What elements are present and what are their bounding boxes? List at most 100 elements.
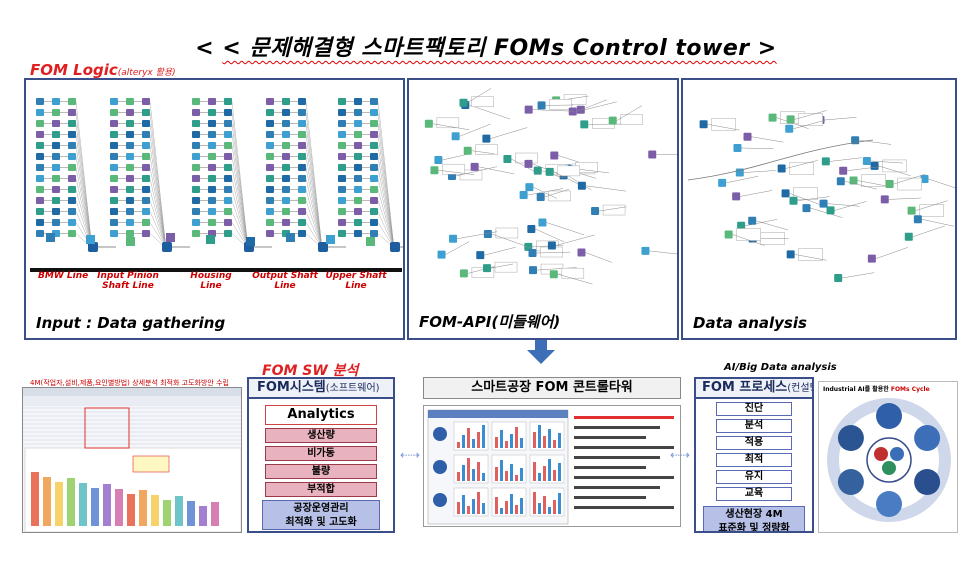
workflow-tool-icon bbox=[370, 197, 378, 204]
dashboard-bar bbox=[538, 503, 541, 514]
system-final-box: 공장운영관리 최적화 및 고도화 bbox=[262, 500, 380, 530]
chart-bar bbox=[115, 489, 123, 526]
workflow-connector bbox=[687, 139, 874, 181]
workflow-tool-icon bbox=[354, 98, 362, 105]
dashboard-gauge bbox=[433, 493, 447, 507]
workflow-tool-icon bbox=[298, 142, 306, 149]
workflow-connector bbox=[231, 156, 249, 249]
workflow-connector bbox=[546, 222, 585, 236]
workflow-output-tool-icon bbox=[46, 233, 55, 242]
workflow-tool-icon bbox=[36, 98, 44, 105]
dashboard-text-line bbox=[574, 426, 660, 429]
workflow-tool-icon bbox=[126, 98, 134, 105]
workflow-tool-icon bbox=[52, 164, 60, 171]
workflow-tool-icon bbox=[733, 144, 742, 153]
workflow-tool-icon bbox=[591, 207, 600, 216]
workflow-connector bbox=[533, 186, 558, 199]
dashboard-bar bbox=[515, 427, 518, 448]
workflow-tool-icon bbox=[224, 98, 232, 105]
workflow-connector bbox=[305, 101, 323, 249]
dashboard-bar bbox=[548, 459, 551, 481]
chart-bar bbox=[31, 472, 39, 526]
workflow-connector bbox=[893, 173, 926, 185]
workflow-connector bbox=[75, 145, 93, 249]
workflow-tool-icon bbox=[192, 197, 200, 204]
chart-bar bbox=[163, 500, 171, 526]
workflow-connector bbox=[599, 206, 627, 212]
workflow-tool-icon bbox=[577, 248, 586, 257]
workflow-tool-icon bbox=[126, 197, 134, 204]
workflow-tool-icon bbox=[282, 175, 290, 182]
workflow-tool-icon bbox=[529, 266, 538, 275]
dashboard-bar bbox=[553, 470, 556, 481]
workflow-tool-icon bbox=[648, 150, 657, 159]
workflow-connector bbox=[305, 156, 323, 249]
workflow-connector bbox=[459, 123, 491, 137]
workflow-tool-icon bbox=[282, 142, 290, 149]
workflow-tool-icon bbox=[36, 164, 44, 171]
workflow-tool-icon bbox=[354, 219, 362, 226]
workflow-tool-icon bbox=[354, 142, 362, 149]
workflow-tool-icon bbox=[370, 131, 378, 138]
workflow-tool-icon bbox=[208, 219, 216, 226]
workflow-connector bbox=[585, 185, 627, 192]
input-workflow-panel: BMW Line Input Pinion Shaft Line Housing… bbox=[24, 78, 405, 340]
workflow-tool-icon bbox=[354, 109, 362, 116]
workflow-tool-icon bbox=[126, 142, 134, 149]
workflow-connector bbox=[789, 193, 822, 206]
workflow-tool-icon bbox=[142, 186, 150, 193]
dashboard-gauge bbox=[433, 427, 447, 441]
workflow-tool-icon bbox=[298, 230, 306, 237]
control-tower-box: 스마트공장 FOM 콘트롤타워 bbox=[423, 377, 681, 527]
workflow-tool-icon bbox=[266, 197, 274, 204]
workflow-connector bbox=[707, 124, 740, 131]
workflow-tool-icon bbox=[36, 197, 44, 204]
workflow-tool-icon bbox=[298, 186, 306, 193]
workflow-connector bbox=[915, 200, 948, 211]
workflow-tool-icon bbox=[68, 175, 76, 182]
workflow-tool-icon bbox=[434, 156, 443, 165]
workflow-tool-icon bbox=[282, 186, 290, 193]
workflow-tool-icon bbox=[424, 119, 433, 128]
workflow-tool-icon bbox=[789, 196, 798, 205]
workflow-tool-icon bbox=[208, 131, 216, 138]
workflow-tool-icon bbox=[641, 246, 650, 255]
highlight-box bbox=[84, 407, 130, 449]
workflow-tool-icon bbox=[208, 175, 216, 182]
workflow-connector bbox=[442, 153, 470, 161]
workflow-tool-icon bbox=[36, 230, 44, 237]
workflow-connector bbox=[912, 225, 945, 237]
analysis-panel-label: Data analysis bbox=[693, 314, 807, 332]
chart-bar bbox=[187, 501, 195, 526]
workflow-connector bbox=[231, 189, 249, 249]
workflow-connector bbox=[75, 156, 93, 249]
workflow-tool-icon bbox=[370, 120, 378, 127]
workflow-annotation-box bbox=[602, 204, 626, 216]
workflow-tool-icon bbox=[192, 186, 200, 193]
dashboard-bar bbox=[553, 440, 556, 448]
workflow-connector bbox=[149, 156, 167, 249]
workflow-tool-icon bbox=[224, 164, 232, 171]
dashboard-header bbox=[428, 410, 568, 418]
workflow-tool-icon bbox=[36, 208, 44, 215]
workflow-tool-icon bbox=[338, 175, 346, 182]
workflow-tool-icon bbox=[266, 153, 274, 160]
workflow-tool-icon bbox=[282, 120, 290, 127]
workflow-connector bbox=[377, 200, 395, 249]
workflow-tool-icon bbox=[777, 164, 786, 173]
workflow-tool-icon bbox=[36, 175, 44, 182]
workflow-tool-icon bbox=[142, 120, 150, 127]
workflow-tool-icon bbox=[370, 142, 378, 149]
fom-process-header-text: FOM 프로세스 bbox=[702, 380, 788, 395]
dashed-double-arrow-right-icon: ⇠⇢ bbox=[670, 448, 691, 462]
workflow-tool-icon bbox=[192, 230, 200, 237]
dashboard-bar bbox=[477, 492, 480, 514]
workflow-output-tool-icon bbox=[126, 237, 135, 246]
chart-bar bbox=[67, 478, 75, 526]
workflow-connector bbox=[585, 252, 613, 263]
workflow-connector bbox=[305, 123, 323, 249]
workflow-tool-icon bbox=[885, 180, 894, 189]
workflow-tool-icon bbox=[826, 206, 835, 215]
workflow-tool-icon bbox=[724, 230, 733, 239]
workflow-tool-icon bbox=[192, 109, 200, 116]
